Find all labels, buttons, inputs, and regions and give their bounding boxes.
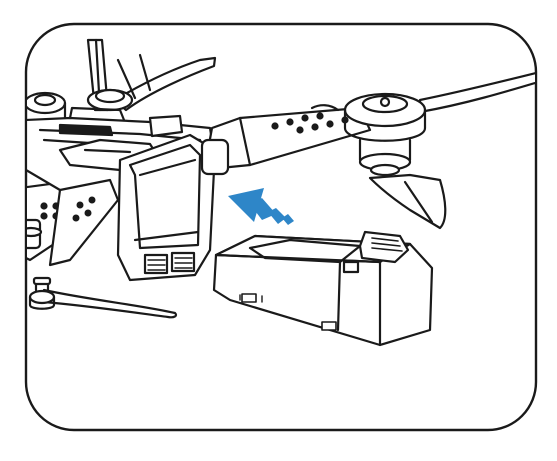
insert-direction-arrow xyxy=(228,188,294,225)
arrow-bar-1 xyxy=(250,198,276,220)
illustration-frame xyxy=(24,22,538,432)
battery-bay xyxy=(116,114,217,282)
drone-drawing xyxy=(27,38,535,347)
front-leg xyxy=(48,178,120,267)
arrow-bar-3 xyxy=(282,214,294,225)
rear-propeller xyxy=(86,38,217,112)
arrow-bar-2 xyxy=(268,208,286,224)
arrow-head xyxy=(228,188,264,222)
right-motor xyxy=(310,70,535,230)
lower-propeller xyxy=(28,276,178,319)
right-arm xyxy=(200,106,372,176)
battery-pack xyxy=(212,230,434,347)
